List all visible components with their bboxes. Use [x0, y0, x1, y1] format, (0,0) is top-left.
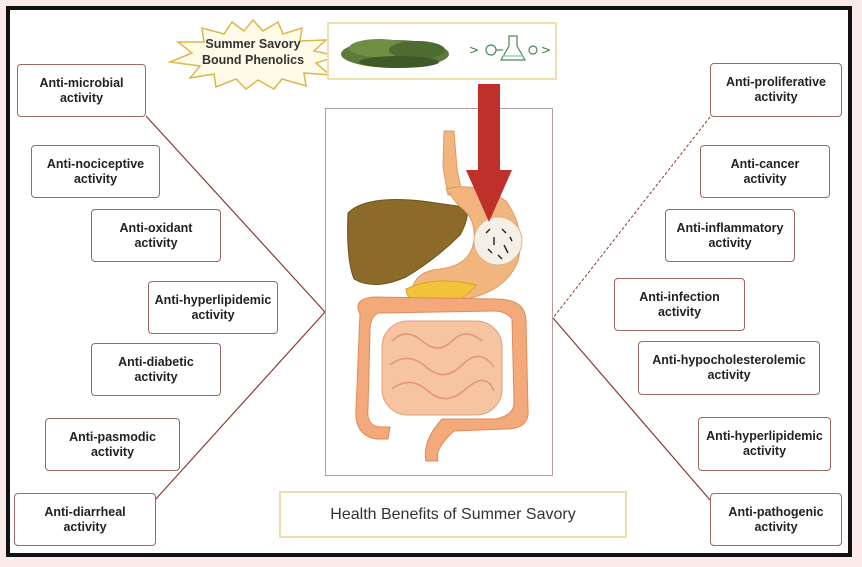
benefit-sublabel: activity — [754, 90, 798, 104]
connector-right-top — [552, 116, 711, 319]
benefit-sublabel: activity — [743, 171, 787, 186]
phenolic-particles — [485, 228, 513, 260]
benefit-label: Anti-pathogenic — [728, 504, 824, 519]
benefit-sublabel: activity — [707, 368, 751, 382]
benefit-label: Anti-hypocholesterolemic — [652, 353, 806, 367]
benefit-label: Anti-cancer — [730, 156, 800, 171]
benefit-label: Anti-oxidant — [119, 220, 193, 235]
diagram-title: Health Benefits of Summer Savory — [330, 505, 576, 523]
connector-left-top — [145, 115, 326, 313]
down-arrow-icon — [466, 84, 512, 222]
benefit-sublabel: activity — [59, 90, 104, 105]
small-intestine-illustration — [381, 320, 503, 416]
starburst-label: Summer Savory Bound Phenolics — [166, 36, 340, 68]
extraction-flask-icon: > > — [469, 35, 551, 61]
herb-bundle-icon — [341, 39, 449, 68]
benefit-label: Anti-proliferative — [725, 75, 826, 89]
benefit-label: Anti-infection — [639, 289, 720, 304]
benefit-label: Anti-hyperlipidemic — [154, 292, 272, 307]
benefit-label: Anti-nociceptive — [46, 156, 145, 171]
benefit-label: Anti-pasmodic — [69, 429, 156, 444]
benefit-sublabel: activity — [134, 369, 178, 384]
benefit-label: Anti-hyperlipidemic — [706, 429, 823, 443]
benefit-label: Anti-diabetic — [118, 354, 194, 369]
benefit-sublabel: activity — [742, 444, 787, 458]
svg-text:>: > — [541, 43, 551, 57]
benefit-label: Anti-diarrheal — [44, 504, 126, 519]
digestive-system-panel — [325, 108, 553, 476]
digestive-system-illustration — [347, 130, 529, 462]
diagram-title-box: Health Benefits of Summer Savory — [279, 491, 627, 538]
starburst-line1: Summer Savory — [205, 37, 301, 51]
benefit-sublabel: activity — [134, 235, 178, 250]
benefit-sublabel: activity — [754, 519, 798, 534]
connector-right-bottom — [552, 317, 711, 501]
starburst-line2: Bound Phenolics — [201, 53, 305, 67]
benefit-label: Anti-inflammatory — [676, 220, 784, 235]
benefit-sublabel: activity — [191, 307, 235, 322]
benefit-sublabel: activity — [657, 304, 702, 319]
benefit-label: Anti-microbial — [39, 75, 124, 90]
benefit-sublabel: activity — [73, 171, 118, 186]
benefit-sublabel: activity — [63, 519, 107, 534]
esophagus — [442, 130, 463, 196]
connector-left-bottom — [154, 311, 326, 501]
large-intestine-illustration — [355, 296, 529, 462]
herb-extraction-graphic: > > — [341, 35, 551, 68]
benefit-sublabel: activity — [90, 444, 135, 459]
svg-text:>: > — [469, 43, 479, 57]
benefit-sublabel: activity — [708, 235, 752, 250]
liver-illustration — [347, 199, 468, 285]
herb-extraction-panel: > > — [327, 22, 557, 80]
starburst-badge — [167, 18, 340, 90]
